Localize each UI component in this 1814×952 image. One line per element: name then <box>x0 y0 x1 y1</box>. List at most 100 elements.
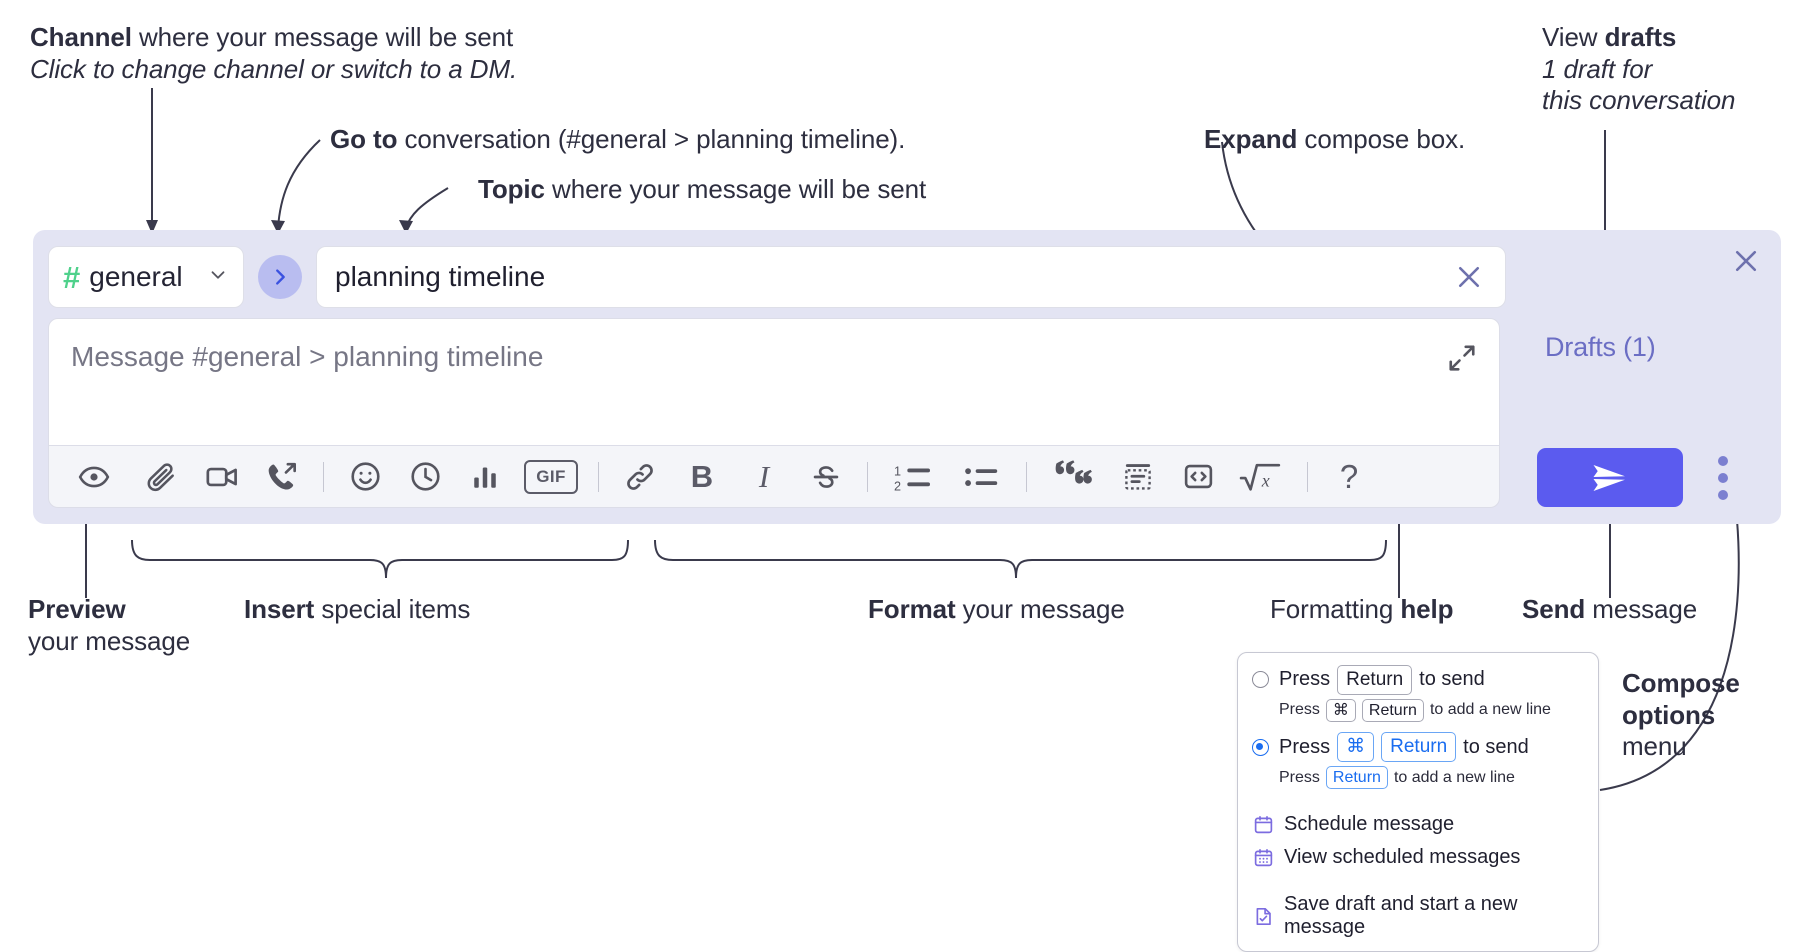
callout-drafts-pre: View <box>1542 22 1605 52</box>
callout-drafts-italic1: 1 draft for <box>1542 53 1653 84</box>
clear-topic-icon[interactable] <box>1449 257 1489 297</box>
gif-icon[interactable]: GIF <box>522 454 580 500</box>
callout-channel: Channel where your message will be sent … <box>30 22 650 85</box>
menu-item-view-scheduled-messages[interactable]: View scheduled messages <box>1238 841 1598 874</box>
menu-item-label: View scheduled messages <box>1284 846 1521 869</box>
callout-help-pre: Formatting <box>1270 594 1401 624</box>
bold-icon[interactable]: B <box>679 454 725 500</box>
preview-icon[interactable] <box>71 454 117 500</box>
send-shortcut-options: Press Return to send Press ⌘ Return to a… <box>1238 653 1598 801</box>
option-1-sub-post: to add a new line <box>1429 701 1551 719</box>
callout-help-bold: help <box>1400 594 1454 624</box>
expand-icon[interactable] <box>1443 339 1481 377</box>
channel-selector[interactable]: # general <box>48 246 244 308</box>
attachment-icon[interactable] <box>139 454 185 500</box>
radio-button-selected[interactable] <box>1252 738 1269 756</box>
key-command: ⌘ <box>1325 698 1356 723</box>
kebab-dot <box>1718 490 1728 500</box>
phone-forward-icon[interactable] <box>259 454 305 500</box>
option-2-sub-post: to add a new line <box>1393 768 1515 786</box>
callout-topic-rest: where your message will be sent <box>544 174 927 204</box>
callout-channel-italic: Click to change channel or switch to a D… <box>30 53 518 84</box>
topic-input[interactable]: planning timeline <box>316 246 1506 308</box>
callout-insert-rest: special items <box>314 594 471 624</box>
key-return: Return <box>1381 732 1457 762</box>
callout-send-bold: Send <box>1522 594 1586 624</box>
close-icon[interactable] <box>1729 244 1763 278</box>
calendar-grid-icon <box>1252 847 1274 869</box>
drafts-link[interactable]: Drafts (1) <box>1545 332 1656 362</box>
option-1-pre: Press <box>1279 668 1331 691</box>
option-2-main: Press ⌘ Return to send <box>1279 732 1529 762</box>
bold-label: B <box>690 459 714 494</box>
toolbar-divider-3 <box>867 461 868 492</box>
gif-label: GIF <box>524 459 578 494</box>
radio-button[interactable] <box>1252 671 1269 689</box>
callout-drafts-italic2: this conversation <box>1542 85 1736 116</box>
svg-text:2: 2 <box>894 479 901 493</box>
menu-option-cmd-return-to-send[interactable]: Press ⌘ Return to send <box>1252 732 1584 762</box>
link-icon[interactable] <box>617 454 663 500</box>
strikethrough-icon[interactable] <box>803 454 849 500</box>
emoji-icon[interactable] <box>342 454 388 500</box>
inline-code-icon[interactable] <box>1175 454 1221 500</box>
key-return: Return <box>1325 765 1388 790</box>
callout-formatting-help: Formatting help <box>1270 594 1530 626</box>
key-return: Return <box>1337 665 1413 695</box>
toolbar-divider-1 <box>323 461 324 492</box>
toolbar-divider-5 <box>1307 461 1308 492</box>
save-draft-icon <box>1252 905 1274 927</box>
callout-send: Send message <box>1522 594 1802 626</box>
help-icon[interactable]: ? <box>1326 454 1372 500</box>
italic-icon[interactable]: I <box>741 454 787 500</box>
go-to-conversation-button[interactable] <box>258 255 302 299</box>
hash-icon: # <box>63 259 81 295</box>
option-2-post: to send <box>1463 735 1529 758</box>
option-1-post: to send <box>1419 668 1485 691</box>
clock-icon[interactable] <box>402 454 448 500</box>
callout-format-rest: your message <box>955 594 1125 624</box>
video-camera-icon[interactable] <box>199 454 245 500</box>
help-label: ? <box>1339 458 1359 495</box>
callout-preview-rest: your message <box>28 625 191 656</box>
italic-label: I <box>758 459 770 494</box>
callout-expand-bold: Expand <box>1204 124 1298 154</box>
message-input-box[interactable]: Message #general > planning timeline <box>48 318 1500 446</box>
message-placeholder: Message #general > planning timeline <box>71 341 544 372</box>
blockquote-icon[interactable] <box>1045 454 1103 500</box>
callout-compose-bold1: Compose <box>1622 668 1740 698</box>
callout-compose-rest: menu <box>1622 731 1687 762</box>
menu-option-return-to-send[interactable]: Press Return to send <box>1252 665 1584 695</box>
callout-expand: Expand compose box. <box>1204 124 1624 156</box>
callout-goto-bold: Go to <box>330 124 398 154</box>
menu-item-schedule-message[interactable]: Schedule message <box>1238 808 1598 841</box>
key-return: Return <box>1361 698 1424 723</box>
callout-channel-bold: Channel <box>30 22 132 52</box>
toolbar-divider-4 <box>1026 461 1027 492</box>
callout-format: Format your message <box>868 594 1288 626</box>
topic-value: planning timeline <box>335 261 546 292</box>
bar-chart-icon[interactable] <box>462 454 508 500</box>
callout-drafts-bold: drafts <box>1604 22 1677 52</box>
compose-options-button[interactable] <box>1706 452 1740 504</box>
send-button[interactable] <box>1537 448 1683 507</box>
option-2-sub: Press Return to add a new line <box>1279 765 1584 790</box>
callout-send-rest: message <box>1585 594 1698 624</box>
math-icon[interactable]: x <box>1233 454 1289 500</box>
svg-text:x: x <box>1261 470 1270 490</box>
callout-preview: Preview your message <box>28 594 258 657</box>
code-block-icon[interactable] <box>1115 454 1161 500</box>
menu-item-label: Schedule message <box>1284 813 1455 836</box>
option-2-sub-pre: Press <box>1279 768 1320 786</box>
callout-compose-bold2: options <box>1622 699 1716 730</box>
channel-name-label: general <box>89 261 183 292</box>
bulleted-list-icon[interactable] <box>956 454 1008 500</box>
compose-options-menu: Press Return to send Press ⌘ Return to a… <box>1237 652 1599 952</box>
callout-compose-options: Compose options menu <box>1622 668 1814 763</box>
callout-channel-rest: where your message will be sent <box>131 22 514 52</box>
kebab-dot <box>1718 456 1728 466</box>
menu-item-save-draft[interactable]: Save draft and start a new message <box>1238 888 1598 944</box>
